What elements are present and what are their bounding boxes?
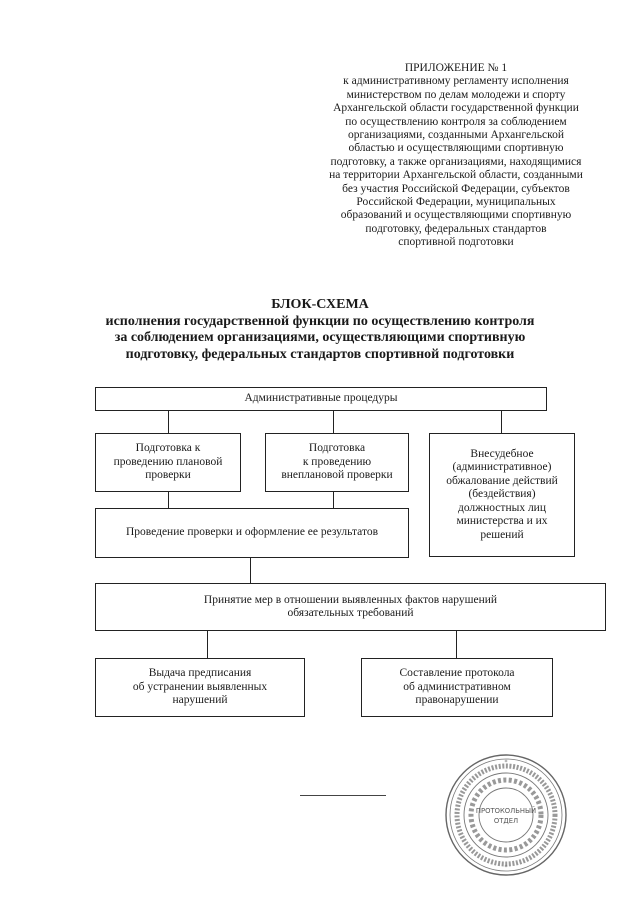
box-text: (административное) <box>452 461 552 474</box>
box-text: Составление протокола <box>399 667 515 680</box>
appendix-line: к административному регламенту исполнени… <box>343 75 569 88</box>
appeal-box: Внесудебное (административное) обжалован… <box>429 433 575 557</box>
stamp-text: ОТДЕЛ <box>494 817 518 825</box>
stamp-outer-ring <box>449 758 563 872</box>
box-text: Внесудебное <box>470 447 534 460</box>
box-text: правонарушении <box>415 694 499 707</box>
connector-line <box>168 491 169 509</box>
appendix-line: Российской Федерации, муниципальных <box>356 196 556 209</box>
box-text: должностных лиц <box>457 501 546 514</box>
appendix-line: министерством по делам молодежи и спорту <box>346 88 566 101</box>
connector-line <box>501 410 502 434</box>
prescription-box: Выдача предписания об устранении выявлен… <box>95 658 305 717</box>
stamp-inner-ring <box>478 787 534 843</box>
connector-line <box>168 410 169 434</box>
box-text: (бездействия) <box>468 488 536 501</box>
stamp-middle-ring <box>463 772 549 858</box>
box-text: Проведение проверки и оформление ее резу… <box>125 526 378 539</box>
measures-box: Принятие мер в отношении выявленных факт… <box>95 583 606 631</box>
appendix-line: организациями, созданными Архангельской <box>347 129 565 142</box>
box-text: обжалование действий <box>446 474 558 487</box>
box-text: Выдача предписания <box>148 667 252 680</box>
appendix-line: ПРИЛОЖЕНИЕ № 1 <box>404 62 508 74</box>
planned-inspection-box: Подготовка к проведению плановой проверк… <box>95 433 241 492</box>
box-text: Подготовка <box>308 442 366 455</box>
box-text: об административном <box>403 680 511 693</box>
appendix-line: спортивной подготовки <box>398 236 514 249</box>
conduct-inspection-box: Проведение проверки и оформление ее резу… <box>95 508 409 558</box>
title-line: исполнения государственной функции по ос… <box>105 313 535 329</box>
title-line: БЛОК-СХЕМА <box>271 297 369 312</box>
appendix-line: областью и осуществляющими спортивную <box>348 142 564 155</box>
box-text: внеплановой проверки <box>281 469 393 482</box>
appendix-line: подготовку, федеральных стандартов <box>365 222 547 235</box>
appendix-line: Архангельской области государственной фу… <box>333 102 579 115</box>
box-text: Подготовка к <box>135 442 201 455</box>
stamp-text: ПРОТОКОЛЬНЫЙ <box>476 806 536 815</box>
appendix-line: образований и осуществляющими спортивную <box>340 209 572 222</box>
stamp-circular-text <box>468 777 544 853</box>
box-text: нарушений <box>172 694 228 707</box>
box-text: проведению плановой <box>113 455 223 468</box>
box-text: Принятие мер в отношении выявленных факт… <box>203 593 498 606</box>
appendix-header: ПРИЛОЖЕНИЕ № 1 к административному регла… <box>298 62 614 250</box>
connector-line <box>333 410 334 434</box>
unplanned-inspection-box: Подготовка к проведению внеплановой пров… <box>265 433 409 492</box>
connector-line <box>250 557 251 584</box>
stamp-outer-ring <box>445 754 567 876</box>
protocol-box: Составление протокола об административно… <box>361 658 553 717</box>
box-text: к проведению <box>302 455 372 468</box>
box-text: министерства и их <box>456 515 548 528</box>
appendix-line: без участия Российской Федерации, субъек… <box>342 182 570 195</box>
official-stamp: ПРОТОКОЛЬНЫЙ ОТДЕЛ * * <box>445 754 567 876</box>
connector-line <box>456 630 457 659</box>
box-text: об устранении выявленных <box>132 680 268 693</box>
box-text: проверки <box>145 469 191 482</box>
title-line: подготовку, федеральных стандартов спорт… <box>125 346 515 362</box>
star-icon: * <box>505 864 508 871</box>
star-icon: * <box>505 759 508 766</box>
document-title: БЛОК-СХЕМА исполнения государственной фу… <box>60 297 580 363</box>
appendix-line: по осуществлению контроля за соблюдением <box>345 115 567 128</box>
box-text: обязательных требований <box>287 607 414 619</box>
stamp-circular-text <box>454 763 558 867</box>
box-text: решений <box>480 528 524 541</box>
title-line: за соблюдением организациями, осуществля… <box>114 330 526 345</box>
appendix-line: подготовку, а также организациями, наход… <box>330 155 582 168</box>
connector-line <box>333 491 334 509</box>
connector-line <box>207 630 208 659</box>
signature-line <box>300 795 386 796</box>
appendix-line: на территории Архангельской области, соз… <box>329 169 583 182</box>
box-text: Административные процедуры <box>244 392 398 405</box>
admin-procedures-box: Административные процедуры <box>95 387 547 411</box>
